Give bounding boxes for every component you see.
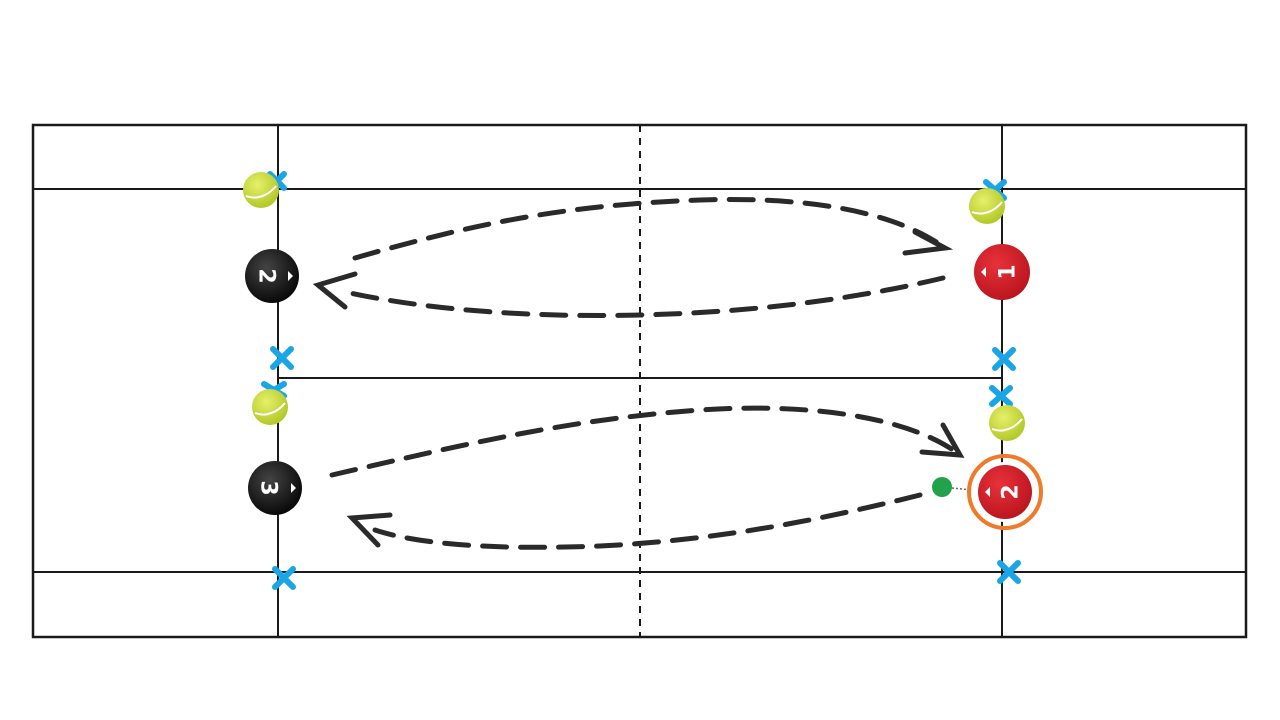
arrowhead-black2 <box>312 271 358 310</box>
direction-indicator-icon <box>985 487 990 497</box>
selection-ring <box>967 454 1043 530</box>
player-number: 1 <box>996 264 1021 279</box>
player-number: 2 <box>254 268 279 283</box>
target-marker <box>932 477 973 497</box>
arrowhead-red2 <box>919 422 965 458</box>
tennis-ball-icon <box>243 172 279 208</box>
player-number: 3 <box>256 480 281 495</box>
player-black-3[interactable]: 3 <box>248 461 302 515</box>
cone-marker <box>989 385 1013 407</box>
shot-path-red2-to-black3 <box>372 492 923 550</box>
shot-path-black2-to-red1 <box>352 197 948 261</box>
shot-path-red1-to-black2 <box>347 275 946 319</box>
shot-paths <box>312 197 965 550</box>
shot-path-black3-to-red2 <box>329 405 963 478</box>
cone-marker <box>997 560 1021 584</box>
direction-indicator-icon <box>291 483 296 493</box>
tennis-ball-icon <box>252 389 288 425</box>
direction-indicator-icon <box>981 267 986 277</box>
cone-marker <box>272 566 296 590</box>
player-number: 2 <box>999 484 1024 499</box>
player-red-1[interactable]: 1 <box>974 244 1030 300</box>
cone-marker <box>270 346 294 370</box>
tennis-ball-icon <box>969 188 1005 224</box>
tennis-balls <box>243 172 1025 441</box>
player-red-2[interactable]: 2 <box>967 454 1043 530</box>
arrowhead-black3 <box>346 512 393 548</box>
tennis-ball-icon <box>989 405 1025 441</box>
arrowhead-red1 <box>902 229 954 256</box>
direction-indicator-icon <box>288 271 293 281</box>
player-black-2[interactable]: 2 <box>245 249 299 303</box>
cone-marker <box>992 347 1016 371</box>
